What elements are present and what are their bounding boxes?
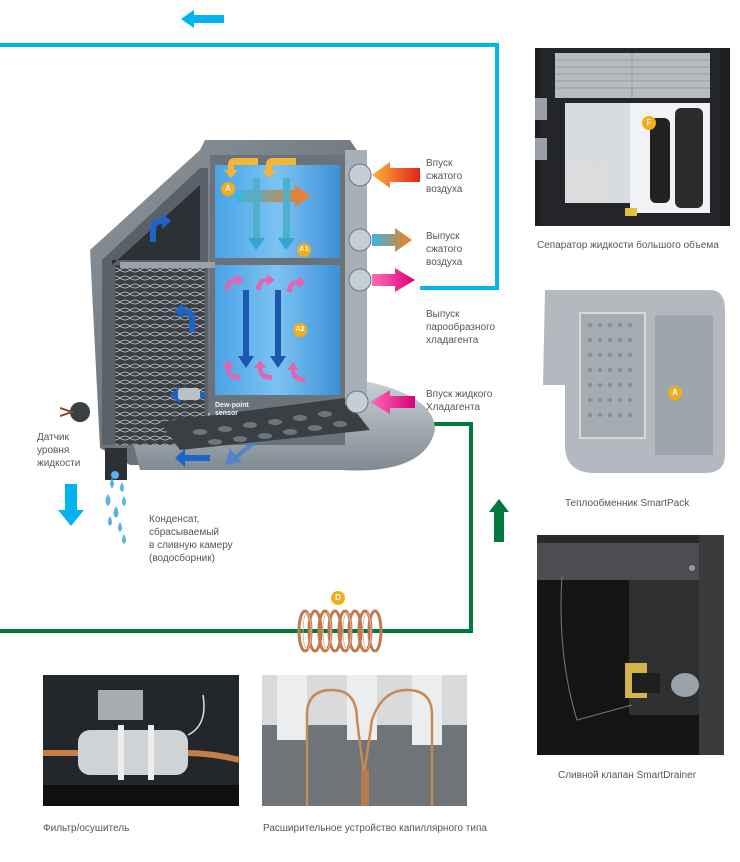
label-air-outlet: Выпуск сжатого воздуха (426, 231, 463, 268)
caption-separator: Сепаратор жидкости большого объема (537, 240, 719, 251)
badge-f: F (642, 116, 656, 130)
caption-capillary: Расширительное устройство капиллярного т… (263, 823, 487, 834)
label-air-inlet: Впуск сжатого воздуха (426, 158, 463, 195)
drain-spout-icon (105, 448, 127, 480)
photo-separator: F (535, 48, 730, 226)
badge-a-photo: A (668, 386, 682, 400)
caption-heat-exchanger: Теплообменник SmartPack (565, 498, 690, 509)
caption-drain-valve: Сливной клапан SmartDrainer (558, 770, 697, 781)
condensate-droplets-icon (111, 471, 119, 479)
liquid-inlet-arrow-icon (370, 390, 415, 414)
photo-capillary (262, 675, 467, 806)
air-loop-line (0, 43, 499, 290)
level-sensor-icon (70, 402, 90, 422)
badge-d: D (331, 591, 345, 605)
dew-point-sensor-label: Dew-point sensor (215, 402, 249, 417)
condensate-droplets-icon (105, 478, 126, 544)
air-flow-arrow-left-icon (181, 10, 224, 28)
label-vapor-refrigerant-outlet: Выпуск парообразного хладагента (426, 309, 496, 346)
caption-filter-dryer: Фильтр/осушитель (43, 823, 130, 834)
capillary-coil-icon (297, 609, 383, 653)
photo-filter-dryer (43, 675, 239, 806)
label-level-sensor: Датчик уровня жидкости (37, 432, 81, 469)
photo-heat-exchanger: A (535, 285, 727, 475)
badge-a1: A1 (297, 243, 311, 257)
label-condensate: Конденсат, сбрасываемый в сливную камеру… (149, 514, 233, 564)
air-outlet-arrow-icon (372, 228, 412, 252)
photo-drain-valve (537, 535, 724, 755)
badge-a: A (221, 182, 235, 196)
badge-a2: A2 (293, 323, 307, 337)
dew-point-sensor-icon (178, 388, 200, 400)
air-inlet-arrow-icon (372, 162, 420, 188)
refrigerant-flow-arrow-up-icon (489, 499, 509, 542)
dryer-cutaway-illustration (60, 140, 435, 480)
vapor-outlet-arrow-icon (372, 268, 415, 292)
condensate-flow-arrow-down-icon (58, 484, 84, 526)
refrigerant-loop-line (0, 422, 473, 633)
label-liquid-refrigerant-inlet: Впуск жидкого Хладагента (426, 389, 493, 413)
